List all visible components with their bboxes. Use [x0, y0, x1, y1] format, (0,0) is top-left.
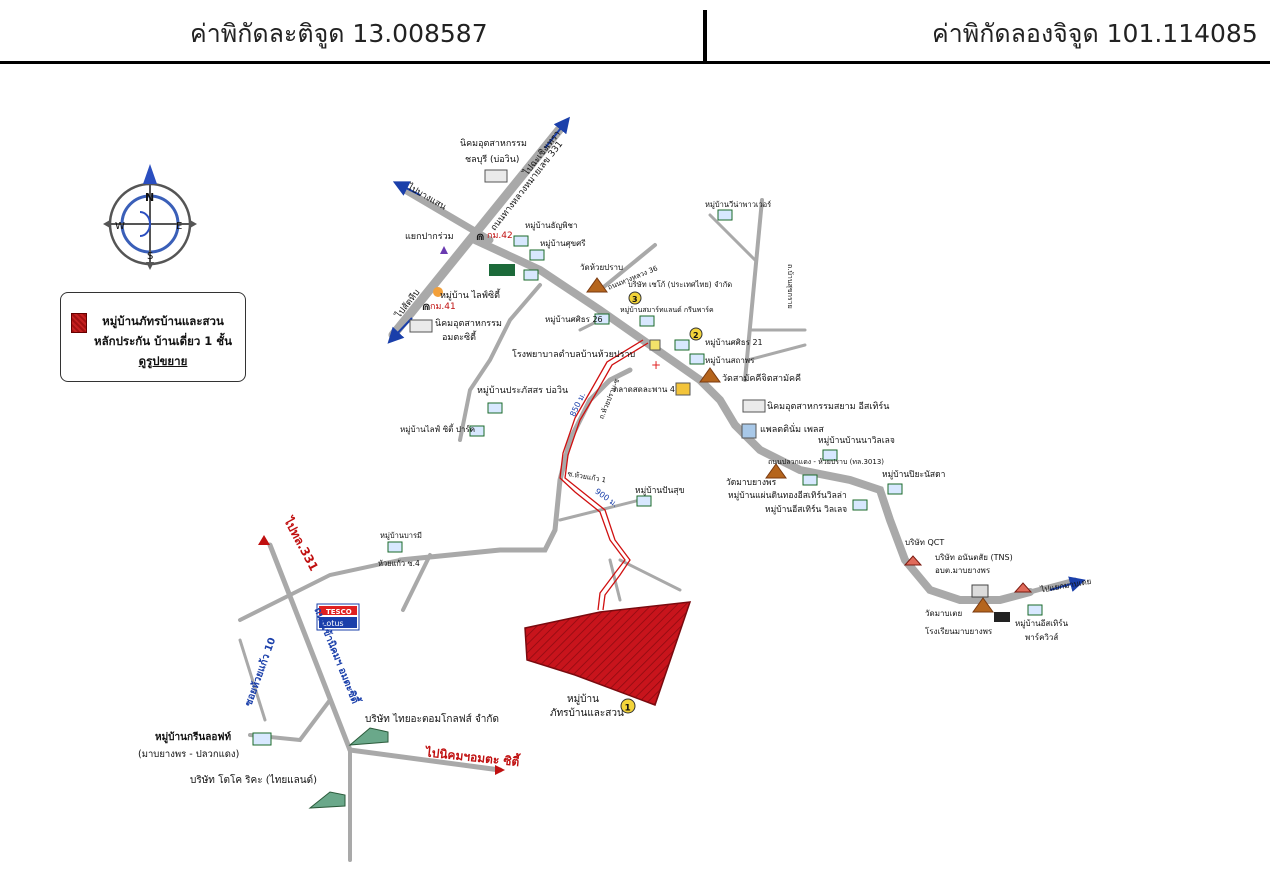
label-village-green-loft2: (มาบยางพร - ปลวกแดง)	[138, 749, 239, 760]
arrow-to-331-icon	[258, 535, 270, 545]
label-wat-pradu: วัดสามัคคีจิตสามัคคี	[722, 373, 801, 384]
svg-text:N: N	[145, 191, 154, 204]
label-soi-10: ซอยห้วยแก้ว 10	[242, 636, 278, 708]
label-village-kaenthong: หมู่บ้านแผ่นดินทองอีสเทิร์นวิลล่า	[728, 490, 847, 501]
label-village-piya: หมู่บ้านปิยะนัสดา	[882, 469, 945, 480]
label-village-banna: หมู่บ้านบ้านนาวิลเลจ	[818, 435, 895, 446]
warehouse-icons	[308, 727, 389, 809]
legend-swatch	[71, 313, 87, 333]
label-wat-maneerat: วัดมาบยางพร	[726, 478, 777, 488]
label-company-thai: บริษัท ไทยอะตอมโกลฟส์ จำกัด	[365, 712, 499, 725]
seven-eleven-icon	[649, 339, 661, 351]
label-soi-kaew4: ห้วยแก้ว ซ.4	[378, 559, 420, 568]
coordinate-header: ค่าพิกัดละติจูด 13.008587 ค่าพิกัดลองจิจ…	[0, 0, 1270, 66]
km42-icon: ⋒	[476, 232, 484, 243]
label-village-prasert: หมู่บ้านประภัสสร บ่อวิน	[477, 385, 568, 396]
label-road-331: ถนนทางหลวงหมายเลข 331	[489, 140, 565, 234]
factory-icons	[409, 169, 766, 439]
label-village-green: หมู่บ้านสมาร์ทแลนด์ กรีนพาร์ค	[620, 306, 714, 314]
svg-text:Lotus: Lotus	[322, 619, 344, 628]
label-village-eastern2b: พาร์ควิวส์	[1025, 632, 1058, 642]
legend-line-2: หลักประกัน บ้านเดี่ยว 1 ชั้น	[94, 334, 232, 348]
label-road-3013: ถนนปลวกแดง - ห้วยปราบ (ทล.3013)	[768, 458, 884, 466]
label-village-life: หมู่บ้านไลฟ์ ซิตี้ ปาร์ค	[400, 423, 475, 435]
marker-3-icon	[628, 291, 642, 305]
svg-text:W: W	[115, 221, 125, 232]
label-company-tns: บริษัท อนันตสัย (TNS)	[935, 553, 1013, 562]
label-amata-estate: นิคมอุตสาหกรรม	[435, 318, 502, 329]
hospital-cross-icon: +	[651, 358, 661, 372]
school-icon	[994, 612, 1010, 622]
label-to-kaeng: ไปแยกมาบเตย	[1039, 577, 1092, 595]
site-polygon[interactable]	[524, 601, 692, 706]
label-soi-kaew1: ซ.ห้วยแก้ว 1	[567, 470, 607, 485]
longitude-label: ค่าพิกัดลองจิจูด 101.114085	[932, 19, 1258, 48]
obt-building-icon	[971, 584, 989, 598]
legend-line-3: ดูรูปขยาย	[138, 354, 188, 368]
km41-icon: ⋒	[422, 302, 430, 313]
label-village-sathaphorn: หมู่บ้านสถาพร	[705, 356, 755, 366]
site-marker-icon	[620, 698, 636, 714]
label-village-top-right: หมู่บ้านวีน่าพาวเวอร์	[705, 200, 771, 209]
label-village-thanya: หมู่บ้านธัญพิชา	[525, 221, 577, 231]
label-village-sira21: หมู่บ้านศศิธร 21	[705, 338, 763, 348]
road-network	[238, 120, 1078, 862]
label-company-qct: บริษัท QCT	[905, 538, 944, 547]
label-to-331: ไปทล.331	[280, 513, 322, 573]
village-house-icons	[252, 209, 1043, 746]
compass-rose-icon: N S W E	[103, 164, 197, 270]
route-to-site	[559, 339, 649, 611]
label-village-sira26: หมู่บ้านศศิธร 26	[545, 315, 603, 325]
arrow-to-amata-icon	[495, 765, 505, 775]
label-market: ตลาดสดละพาน 4	[613, 385, 675, 394]
label-village-banthung: หมู่บ้านปันสุข	[635, 485, 685, 496]
svg-text:TESCO: TESCO	[326, 608, 352, 616]
label-village-green-loft: หมู่บ้านกรีนลอฟท์	[155, 731, 231, 744]
label-place-plaza: แพลตตินั่ม เพลส	[760, 422, 824, 435]
svg-text:E: E	[176, 221, 182, 232]
station-icon	[433, 287, 443, 297]
label-hospital: โรงพยาบาลตำบลบ้านห้วยปราบ	[512, 349, 636, 360]
label-wat-huai-prap: วัดห้วยปราบ	[580, 263, 623, 272]
site-number: 1	[625, 704, 631, 714]
label-company-bridgestone: บริษัท เซโก้ (ประเทศไทย) จำกัด	[628, 280, 732, 289]
market-icon	[675, 382, 691, 396]
label-road-right: ถ.บ้านสุขกราย	[786, 264, 794, 309]
label-intersection: แยกปากร่วม	[405, 232, 454, 242]
label-industrial-estate-top2: ชลบุรี (บ่อวิน)	[465, 154, 519, 165]
header-underline	[0, 61, 1270, 64]
legend-line-1: หมู่บ้านภัทรบ้านและสวน	[102, 314, 224, 328]
legend-text: หมู่บ้านภัทรบ้านและสวน หลักประกัน บ้านเด…	[87, 311, 239, 371]
label-village-eastern-villa: หมู่บ้านอีสเทิร์น วิลเลจ	[765, 504, 847, 515]
temple-icons	[586, 277, 994, 613]
label-company-toko: บริษัท โตโค ริคะ (ไทยแลนด์)	[190, 773, 317, 786]
header-divider	[703, 10, 707, 62]
site-label-1: หมู่บ้าน	[567, 693, 599, 705]
svg-text:S: S	[147, 251, 153, 262]
label-school: โรงเรียนมาบยางพร	[925, 626, 993, 636]
label-wat-mab: วัดมาบเตย	[925, 609, 962, 618]
site-label-2: ภัทรบ้านและสวน	[550, 707, 624, 719]
label-village-eastern2: หมู่บ้านอีสเทิร์น	[1015, 618, 1069, 629]
company-icons	[903, 555, 1033, 593]
marker-2-icon	[689, 327, 703, 341]
label-dist-900: 900 ม.	[593, 487, 619, 509]
tesco-small-icon	[489, 264, 515, 276]
svg-text:2: 2	[693, 331, 699, 340]
label-eastern-estate: นิคมอุตสาหกรรมสยาม อีสเทิร์น	[767, 400, 889, 412]
label-industrial-estate-top: นิคมอุตสาหกรรม	[460, 138, 527, 149]
label-village-suksri: หมู่บ้านศุขศรี	[540, 239, 586, 249]
label-km41: กม.41	[430, 302, 456, 312]
label-village-mid: หมู่บ้านบารมี	[380, 531, 422, 540]
svg-text:3: 3	[632, 295, 638, 304]
label-amata-city: อมตะซิตี้	[442, 330, 477, 343]
label-km42: กม.42	[487, 231, 513, 241]
label-village-lifecity: หมู่บ้าน ไลฟ์ซิตี้	[440, 288, 501, 301]
latitude-label: ค่าพิกัดละติจูด 13.008587	[190, 19, 488, 48]
label-obt-maneerat: อบต.มาบยางพร	[935, 566, 991, 575]
fuel-icon	[440, 246, 448, 254]
legend: หมู่บ้านภัทรบ้านและสวน หลักประกัน บ้านเด…	[60, 292, 246, 382]
